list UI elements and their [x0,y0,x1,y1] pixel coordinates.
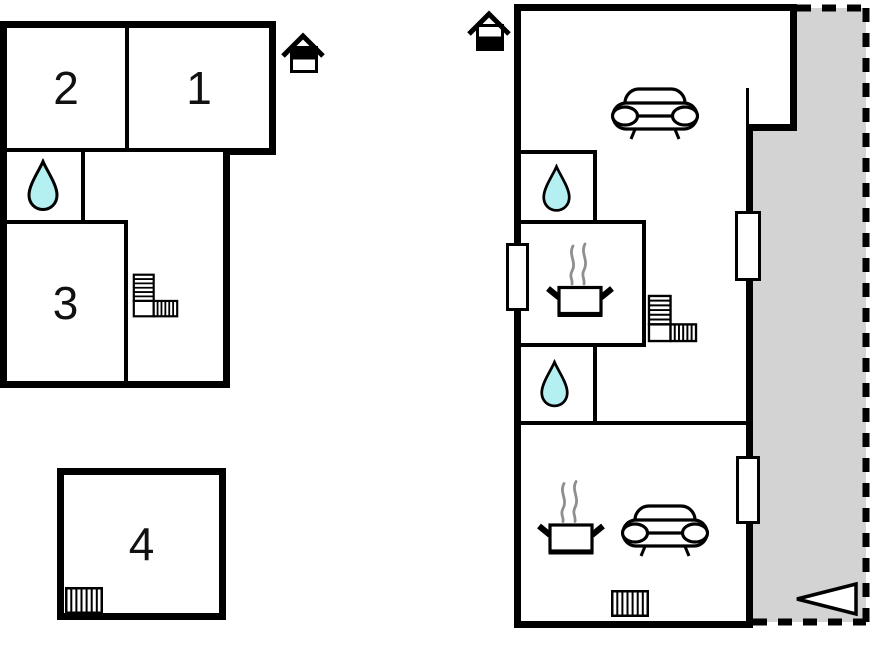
wall-segment [269,21,276,155]
wall-segment [642,220,646,347]
terrace-area [797,8,866,131]
wall-segment [593,150,597,224]
terrace-area [753,131,866,622]
water-drop-icon [539,356,570,412]
stairs-icon [647,294,698,343]
wall-segment [521,343,646,347]
wall-segment [0,21,7,388]
wall-segment [0,21,276,28]
wall-segment [124,222,128,381]
radiator-icon [611,590,649,617]
room-label-4: 4 [128,518,155,570]
wall-segment [746,124,797,131]
pot-with-steam-icon [545,242,615,318]
room-label-2: 2 [53,61,79,114]
wall-segment [125,27,129,148]
wall-segment [57,613,226,620]
house-bottom-half-filled-icon [466,9,512,53]
wall-segment [514,4,521,628]
window-marker [736,456,760,524]
sofa-icon [621,504,709,558]
wall-segment [521,421,753,425]
water-drop-icon [541,161,572,216]
wall-segment [219,468,226,620]
wall-segment [0,381,230,388]
water-drop-icon [26,158,60,213]
window-marker [506,243,529,311]
wall-segment [514,4,797,11]
wall-segment [521,220,646,224]
wall-segment [81,152,85,222]
wall-segment [57,468,64,620]
stairs-icon [132,272,179,319]
house-top-half-filled-icon [280,31,326,75]
wall-segment [746,124,753,628]
room-label-1: 1 [186,61,212,114]
wall-segment [514,621,753,628]
wall-segment [0,148,225,152]
wall-segment [0,220,128,224]
wall-segment [223,148,276,155]
radiator-icon [65,587,103,614]
wall-segment [521,150,597,154]
wall-segment [223,148,230,388]
sofa-icon [611,87,699,141]
window-marker [735,211,761,281]
room-label-3: 3 [52,276,79,329]
wall-segment [790,4,797,131]
wall-segment [593,343,597,425]
pot-with-steam-icon [536,479,606,556]
wall-segment [746,88,749,128]
wall-segment [57,468,226,475]
